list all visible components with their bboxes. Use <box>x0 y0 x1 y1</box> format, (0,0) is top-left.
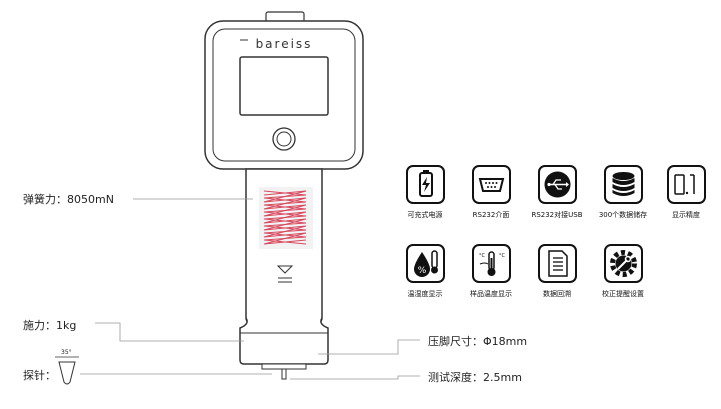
feature-precision: 显示精度 <box>660 165 712 220</box>
test-depth-label: 测试深度：2.5mm <box>428 371 522 384</box>
feature-label: 数据回溯 <box>543 290 571 298</box>
feature-rechargeable: 可充式电源 <box>399 165 451 220</box>
sample-thermometer-icon: °C °C <box>471 244 511 283</box>
spring-force-label: 弹簧力：8050mN <box>23 193 114 206</box>
digital-display-icon <box>666 165 706 204</box>
usb-icon <box>537 165 577 204</box>
serial-port-icon <box>471 165 511 204</box>
svg-text:%: % <box>417 266 426 276</box>
svg-text:°C: °C <box>479 253 486 259</box>
feature-label: 300个数据储存 <box>598 211 648 219</box>
feature-label: 可充式电源 <box>407 211 443 219</box>
feature-label: 显示精度 <box>672 211 700 219</box>
feature-label: 温湿度显示 <box>407 290 443 298</box>
document-list-icon <box>537 244 577 283</box>
feature-usb: RS232对接USB <box>531 165 583 220</box>
probe-angle-label: 35° <box>61 349 72 356</box>
svg-text:°C: °C <box>499 253 506 259</box>
applied-force-label: 施力：1kg <box>23 319 77 332</box>
probe-label: 探针： <box>23 369 56 382</box>
feature-label: 样品温度显示 <box>470 290 512 298</box>
database-icon <box>603 165 643 204</box>
feature-rs232: RS232介面 <box>465 165 517 220</box>
feature-humidity: % 温湿度显示 <box>399 244 451 299</box>
battery-charging-icon <box>405 165 445 204</box>
feature-data-review: 数据回溯 <box>531 244 583 299</box>
humidity-thermometer-icon: % <box>405 244 445 283</box>
feature-label: RS232介面 <box>472 211 510 219</box>
feature-calibration: 校正提醒设置 <box>597 244 649 299</box>
calibration-gear-icon <box>603 244 643 283</box>
feature-label: RS232对接USB <box>531 211 583 219</box>
foot-size-label: 压脚尺寸：Φ18mm <box>428 335 528 348</box>
feature-sample-temp: °C °C 样品温度显示 <box>465 244 517 299</box>
feature-label: 校正提醒设置 <box>602 290 644 298</box>
brand-logo: bareiss <box>256 37 313 51</box>
feature-storage: 300个数据储存 <box>597 165 649 220</box>
